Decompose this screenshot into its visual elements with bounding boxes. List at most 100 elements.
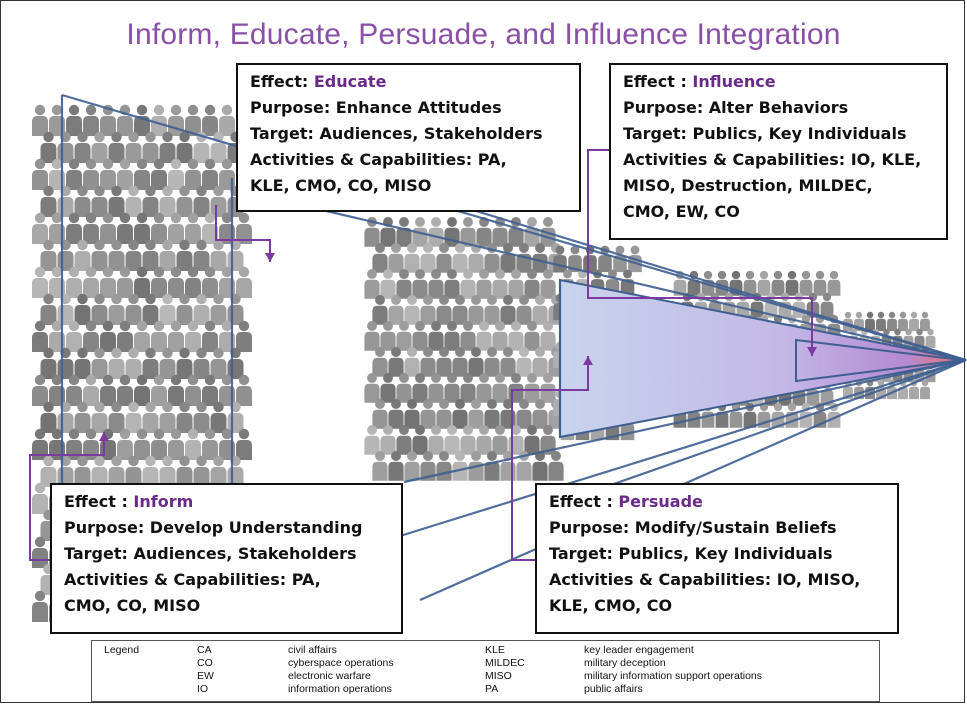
person-silhouette (125, 239, 142, 271)
person-silhouette (66, 104, 82, 136)
legend-definition: information operations (288, 683, 392, 695)
person-silhouette (909, 311, 919, 332)
inform-purpose: Purpose: Develop Understanding (64, 518, 363, 537)
person-silhouette (125, 347, 142, 379)
person-silhouette (210, 455, 227, 487)
person-silhouette (843, 311, 853, 332)
person-silhouette (210, 131, 227, 163)
person-silhouette (134, 374, 150, 406)
person-silhouette (524, 425, 540, 455)
legend-title: Legend (104, 644, 140, 656)
person-silhouette (532, 399, 548, 429)
person-silhouette (484, 295, 500, 325)
person-silhouette (364, 321, 380, 351)
person-silhouette (83, 212, 99, 244)
person-silhouette (827, 270, 841, 296)
person-silhouette (74, 131, 91, 163)
person-silhouette (210, 293, 227, 325)
person-silhouette (151, 266, 167, 298)
person-silhouette (484, 399, 500, 429)
person-silhouette (492, 321, 508, 351)
person-silhouette (57, 401, 74, 433)
person-silhouette (66, 374, 82, 406)
person-silhouette (460, 321, 476, 351)
person-silhouette (74, 239, 91, 271)
person-silhouette (151, 212, 167, 244)
person-silhouette (404, 295, 420, 325)
person-silhouette (32, 320, 48, 352)
person-silhouette (134, 266, 150, 298)
person-silhouette (108, 455, 125, 487)
person-silhouette (32, 104, 48, 136)
person-silhouette (500, 399, 516, 429)
person-silhouette (436, 347, 452, 377)
legend-definition: public affairs (584, 683, 643, 695)
person-silhouette (372, 295, 388, 325)
person-silhouette (396, 373, 412, 403)
person-silhouette (185, 104, 201, 136)
person-silhouette (925, 328, 936, 349)
person-silhouette (151, 374, 167, 406)
person-silhouette (380, 321, 396, 351)
person-silhouette (159, 293, 176, 325)
influence-target: Target: Publics, Key Individuals (623, 124, 907, 143)
person-silhouette (117, 212, 133, 244)
person-silhouette (436, 451, 452, 481)
person-silhouette (757, 270, 771, 296)
person-silhouette (227, 293, 244, 325)
person-silhouette (74, 347, 91, 379)
inform-target: Target: Audiences, Stakeholders (64, 544, 357, 563)
person-silhouette (40, 131, 57, 163)
educate-effect-value: Educate (313, 72, 387, 91)
inform-box: Effect : Inform Purpose: Develop Underst… (50, 483, 403, 634)
person-silhouette (468, 399, 484, 429)
person-silhouette (83, 374, 99, 406)
person-silhouette (524, 269, 540, 299)
person-silhouette (227, 401, 244, 433)
person-silhouette (388, 451, 404, 481)
person-silhouette (74, 401, 91, 433)
person-silhouette (236, 320, 252, 352)
person-silhouette (444, 373, 460, 403)
person-silhouette (159, 347, 176, 379)
influence-activities-3: CMO, EW, CO (623, 202, 740, 221)
person-silhouette (117, 158, 133, 190)
person-silhouette (108, 131, 125, 163)
persuade-activities-2: KLE, CMO, CO (549, 596, 673, 615)
person-silhouette (134, 320, 150, 352)
person-silhouette (428, 217, 444, 247)
person-silhouette (66, 320, 82, 352)
person-silhouette (540, 269, 556, 299)
person-silhouette (125, 293, 142, 325)
educate-effect-line: Effect: Educate (250, 69, 569, 95)
legend-abbrev: CA (197, 644, 212, 656)
person-silhouette (142, 293, 159, 325)
legend-abbrev: MISO (485, 670, 512, 682)
legend-abbrev: CO (197, 657, 213, 669)
person-silhouette (151, 320, 167, 352)
legend-abbrev: KLE (485, 644, 505, 656)
person-silhouette (500, 295, 516, 325)
person-silhouette (100, 374, 116, 406)
person-silhouette (404, 347, 420, 377)
person-silhouette (159, 401, 176, 433)
legend-definition: key leader engagement (584, 644, 694, 656)
person-silhouette (508, 425, 524, 455)
person-silhouette (168, 212, 184, 244)
person-silhouette (412, 425, 428, 455)
influence-activities-2: MISO, Destruction, MILDEC, (623, 176, 873, 195)
person-silhouette (57, 293, 74, 325)
person-silhouette (210, 401, 227, 433)
person-silhouette (32, 482, 48, 514)
person-silhouette (865, 311, 875, 332)
person-silhouette (100, 266, 116, 298)
persuade-effect-value: Persuade (618, 492, 703, 511)
person-silhouette (236, 374, 252, 406)
person-silhouette (142, 239, 159, 271)
person-silhouette (420, 399, 436, 429)
person-silhouette (202, 428, 218, 460)
person-silhouette (484, 451, 500, 481)
legend-definition: civil affairs (288, 644, 337, 656)
page-title: Inform, Educate, Persuade, and Influence… (126, 18, 841, 51)
person-silhouette (134, 428, 150, 460)
